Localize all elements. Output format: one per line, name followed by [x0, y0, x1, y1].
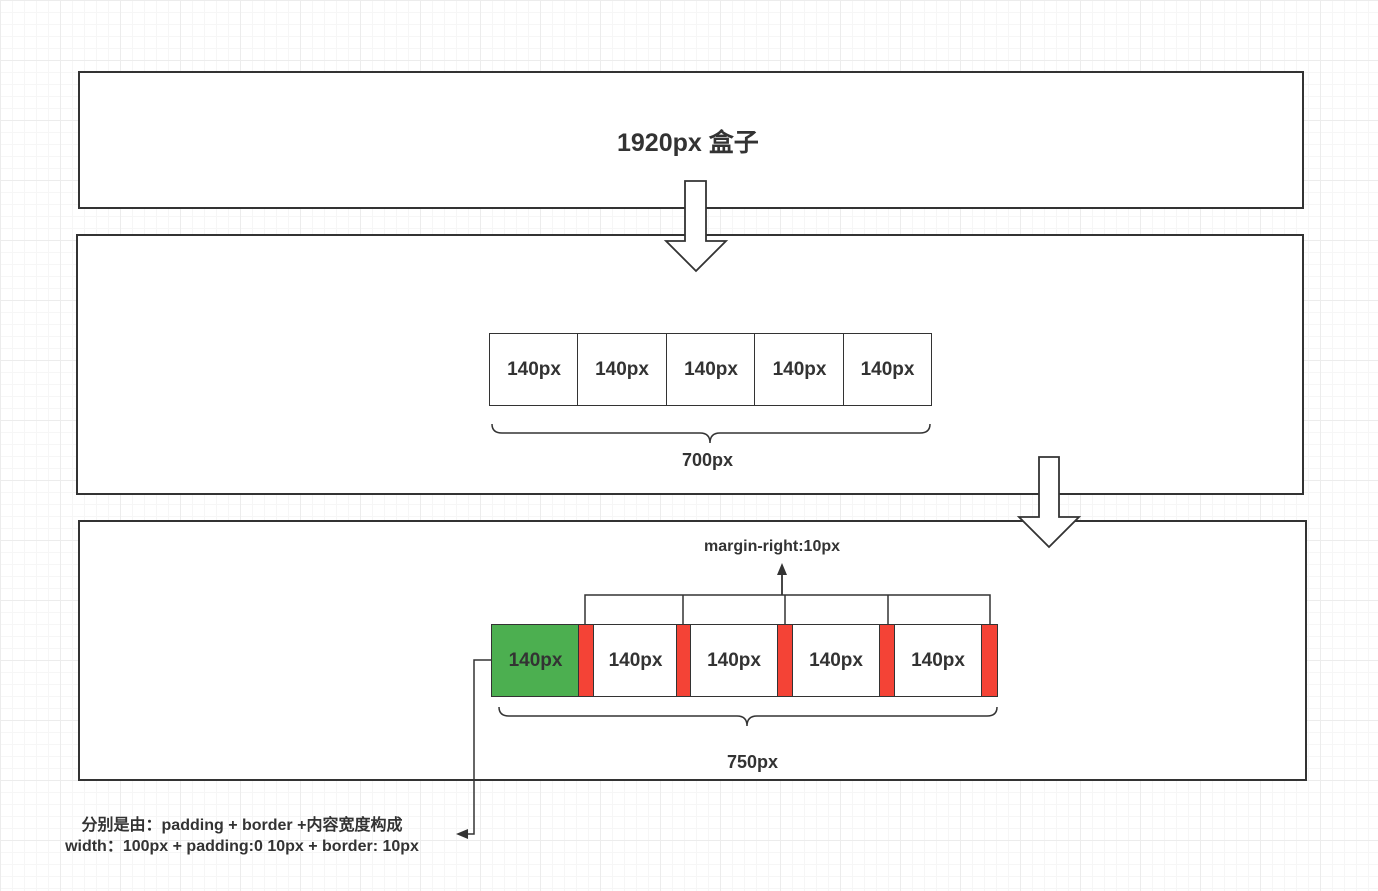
explanation-line-2: width：100px + padding:0 10px + border: 1…: [65, 838, 419, 855]
row-700-cell-4: 140px: [754, 333, 845, 406]
row-750-cell-2: 140px: [593, 624, 678, 697]
row-700-cell-1: 140px: [489, 333, 579, 406]
left-arrow-head-icon: [456, 829, 468, 839]
margin-strip-1: [578, 624, 594, 697]
margin-strip-5: [981, 624, 998, 697]
row-750-total-label: 750px: [727, 752, 779, 772]
row-750-cell-5: 140px: [894, 624, 982, 697]
row-700-cell-5: 140px: [843, 333, 932, 406]
explanation-note: 分别是由：padding + border +内容宽度构成 width：100p…: [30, 815, 454, 857]
explanation-line-1: 分别是由：padding + border +内容宽度构成: [81, 817, 403, 834]
row-700-cell-3: 140px: [666, 333, 756, 406]
row-750-cell-1-highlight: 140px: [491, 624, 580, 697]
margin-strip-3: [777, 624, 793, 697]
margin-right-label: margin-right:10px: [704, 538, 841, 555]
row-750-cell-3: 140px: [690, 624, 778, 697]
row-700-cell-2: 140px: [577, 333, 667, 406]
margin-strip-4: [879, 624, 895, 697]
box-1920-title: 1920px 盒子: [617, 129, 759, 157]
row-700-total-label: 700px: [682, 450, 734, 470]
row-750-cell-4: 140px: [792, 624, 880, 697]
